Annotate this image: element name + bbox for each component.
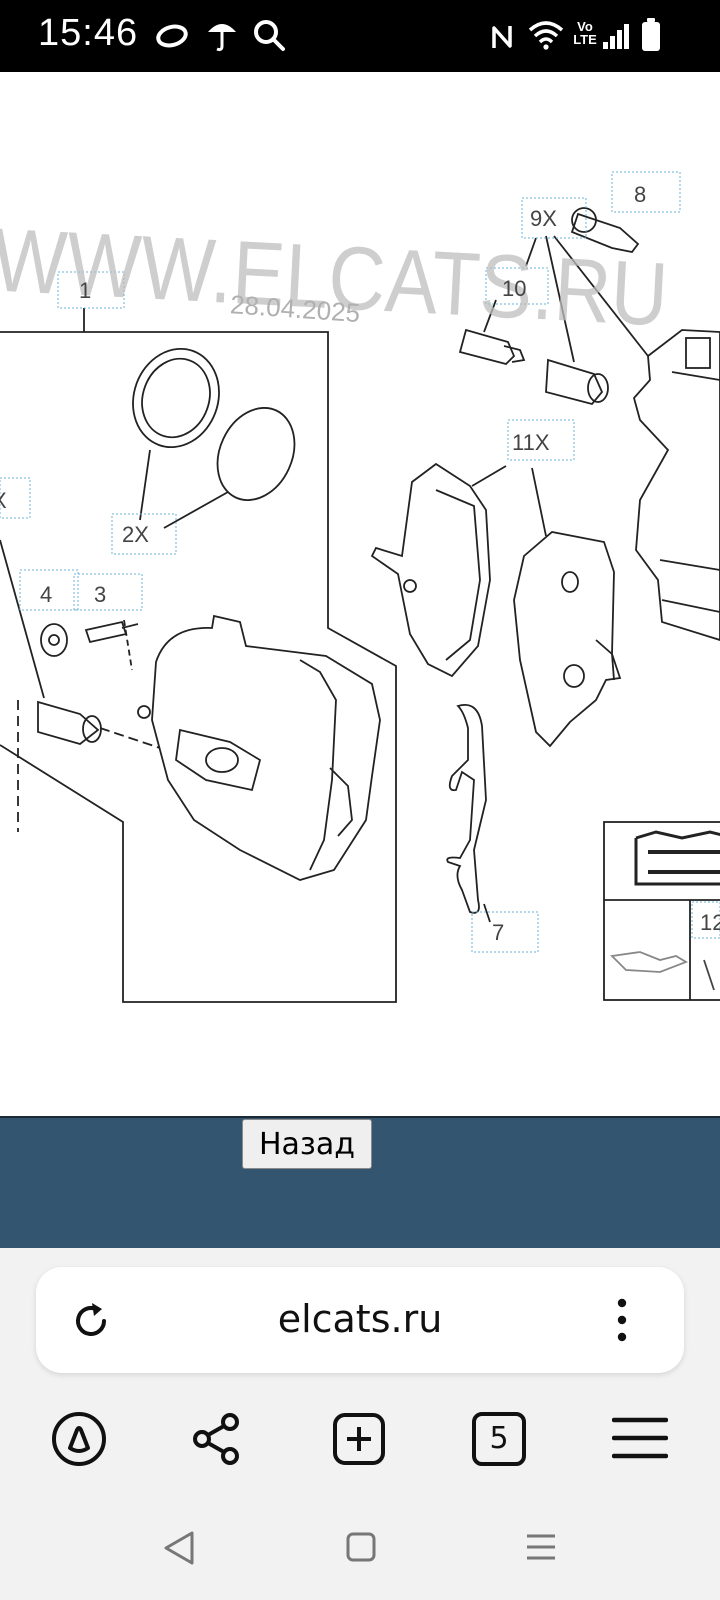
loop-app-icon <box>156 24 188 48</box>
search-icon <box>254 20 285 51</box>
nav-recents-icon[interactable] <box>524 1532 558 1562</box>
new-tab-icon[interactable] <box>332 1412 386 1466</box>
callout-2x: 2X <box>122 522 149 547</box>
status-bar: 15:46 Vo LTE <box>0 0 720 72</box>
status-time: 15:46 <box>38 12 139 54</box>
callout-3: 3 <box>94 582 106 607</box>
callout-12: 12 <box>700 910 720 935</box>
callout-x-left: X <box>0 488 7 513</box>
nav-home-icon[interactable] <box>344 1530 378 1564</box>
battery-icon <box>642 18 660 51</box>
callout-10: 10 <box>502 276 526 301</box>
hamburger-menu-icon[interactable] <box>612 1414 668 1462</box>
nav-back-icon[interactable] <box>162 1530 196 1566</box>
address-bar[interactable]: elcats.ru <box>36 1267 684 1373</box>
callout-8: 8 <box>634 182 646 207</box>
share-icon[interactable] <box>190 1412 244 1466</box>
back-button[interactable]: Назад <box>242 1119 372 1169</box>
signal-icon <box>603 24 629 49</box>
wifi-icon <box>528 21 564 50</box>
volte-top: Vo <box>577 19 593 34</box>
volte-bottom: LTE <box>573 32 597 47</box>
parts-diagram: WWW.ELCATS.RU 28.04.2025 1 2X 4 3 X 9X 8… <box>0 72 720 1116</box>
callout-1: 1 <box>79 278 91 303</box>
brake-caliper-diagram: WWW.ELCATS.RU 28.04.2025 1 2X 4 3 X 9X 8… <box>0 171 720 1003</box>
alice-assistant-icon[interactable] <box>50 1410 108 1468</box>
umbrella-icon <box>208 24 236 52</box>
callout-9x: 9X <box>530 206 557 231</box>
tabs-button[interactable]: 5 <box>472 1412 526 1466</box>
callout-7: 7 <box>492 920 504 945</box>
more-vert-icon[interactable] <box>614 1297 630 1343</box>
nfc-icon <box>492 26 512 48</box>
callout-11x: 11X <box>512 430 550 455</box>
tabs-count: 5 <box>489 1421 509 1456</box>
reload-icon[interactable] <box>72 1301 112 1341</box>
callout-4: 4 <box>40 582 52 607</box>
url-text[interactable]: elcats.ru <box>277 1297 443 1341</box>
volte-indicator: Vo LTE <box>572 20 598 46</box>
